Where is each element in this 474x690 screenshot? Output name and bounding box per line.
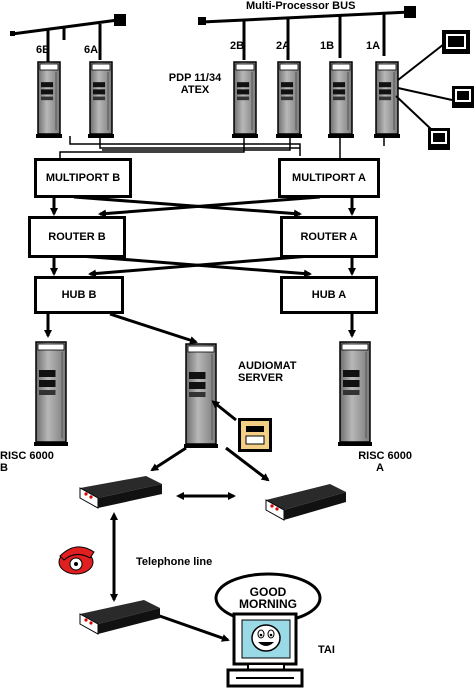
speech-line2: MORNING <box>239 597 297 611</box>
cpu-label-6b: 6B <box>36 44 51 56</box>
risc-a-line1: RISC 6000 <box>358 450 412 462</box>
peripheral-icon <box>211 400 272 452</box>
modem-links <box>110 446 270 642</box>
modem-right <box>265 484 346 521</box>
cpu-2a-tower <box>276 61 302 138</box>
multiport-b-box: MULTIPORT B <box>34 158 132 198</box>
risc-b-line1: RISC 6000 <box>0 450 54 462</box>
bus-left <box>10 14 126 36</box>
network-links <box>44 195 356 344</box>
pdp-line2: ATEX <box>180 84 210 96</box>
pdp-connections <box>59 134 385 158</box>
speech-text: GOOD MORNING <box>228 586 308 610</box>
bus-drops <box>46 14 386 62</box>
cpu-label-1b: 1B <box>320 40 335 52</box>
hub-b-box: HUB B <box>34 276 124 314</box>
router-b-box: ROUTER B <box>28 216 126 258</box>
cpu-6a-tower <box>88 61 114 138</box>
hub-a-box: HUB A <box>280 276 378 314</box>
bus-label: Multi-Processor BUS <box>246 0 356 12</box>
cpu-1b-tower <box>328 61 354 138</box>
modem-left <box>79 476 162 509</box>
terminal-icon <box>397 30 470 81</box>
audiomat-line1: AUDIOMAT <box>238 360 297 372</box>
tai-computer-icon <box>226 612 304 688</box>
pdp-label: PDP 11/34 ATEX <box>160 72 230 96</box>
modem-bottom <box>79 600 160 635</box>
cpu-label-2a: 2A <box>276 40 291 52</box>
terminal-icon <box>397 86 474 108</box>
audiomat-server-tower <box>184 343 218 448</box>
router-a-box: ROUTER A <box>280 216 378 258</box>
risc-b-tower <box>34 341 68 446</box>
cpu-label-6a: 6A <box>84 44 99 56</box>
cpu-6b-tower <box>36 61 62 138</box>
telephone-line-label: Telephone line <box>136 556 213 568</box>
audiomat-label: AUDIOMAT SERVER <box>238 360 296 384</box>
risc-a-line2: A <box>376 462 384 474</box>
cpu-2b-tower <box>232 61 258 138</box>
risc-b-line2: B <box>0 462 8 474</box>
terminal-icon <box>395 95 450 150</box>
pdp-line1: PDP 11/34 <box>168 72 222 84</box>
cpu-label-1a: 1A <box>366 40 381 52</box>
cpu-1a-tower <box>374 61 400 138</box>
bus-right <box>198 6 416 25</box>
multiport-a-box: MULTIPORT A <box>278 158 380 198</box>
risc-a-label: RISC 6000 A <box>342 450 412 474</box>
tai-label: TAI <box>318 644 335 656</box>
telephone-icon <box>58 546 95 575</box>
audiomat-line2: SERVER <box>238 372 284 384</box>
risc-a-tower <box>338 341 372 446</box>
speech-line1: GOOD <box>249 585 287 599</box>
cpu-label-2b: 2B <box>230 40 245 52</box>
risc-b-label: RISC 6000 B <box>0 450 54 474</box>
